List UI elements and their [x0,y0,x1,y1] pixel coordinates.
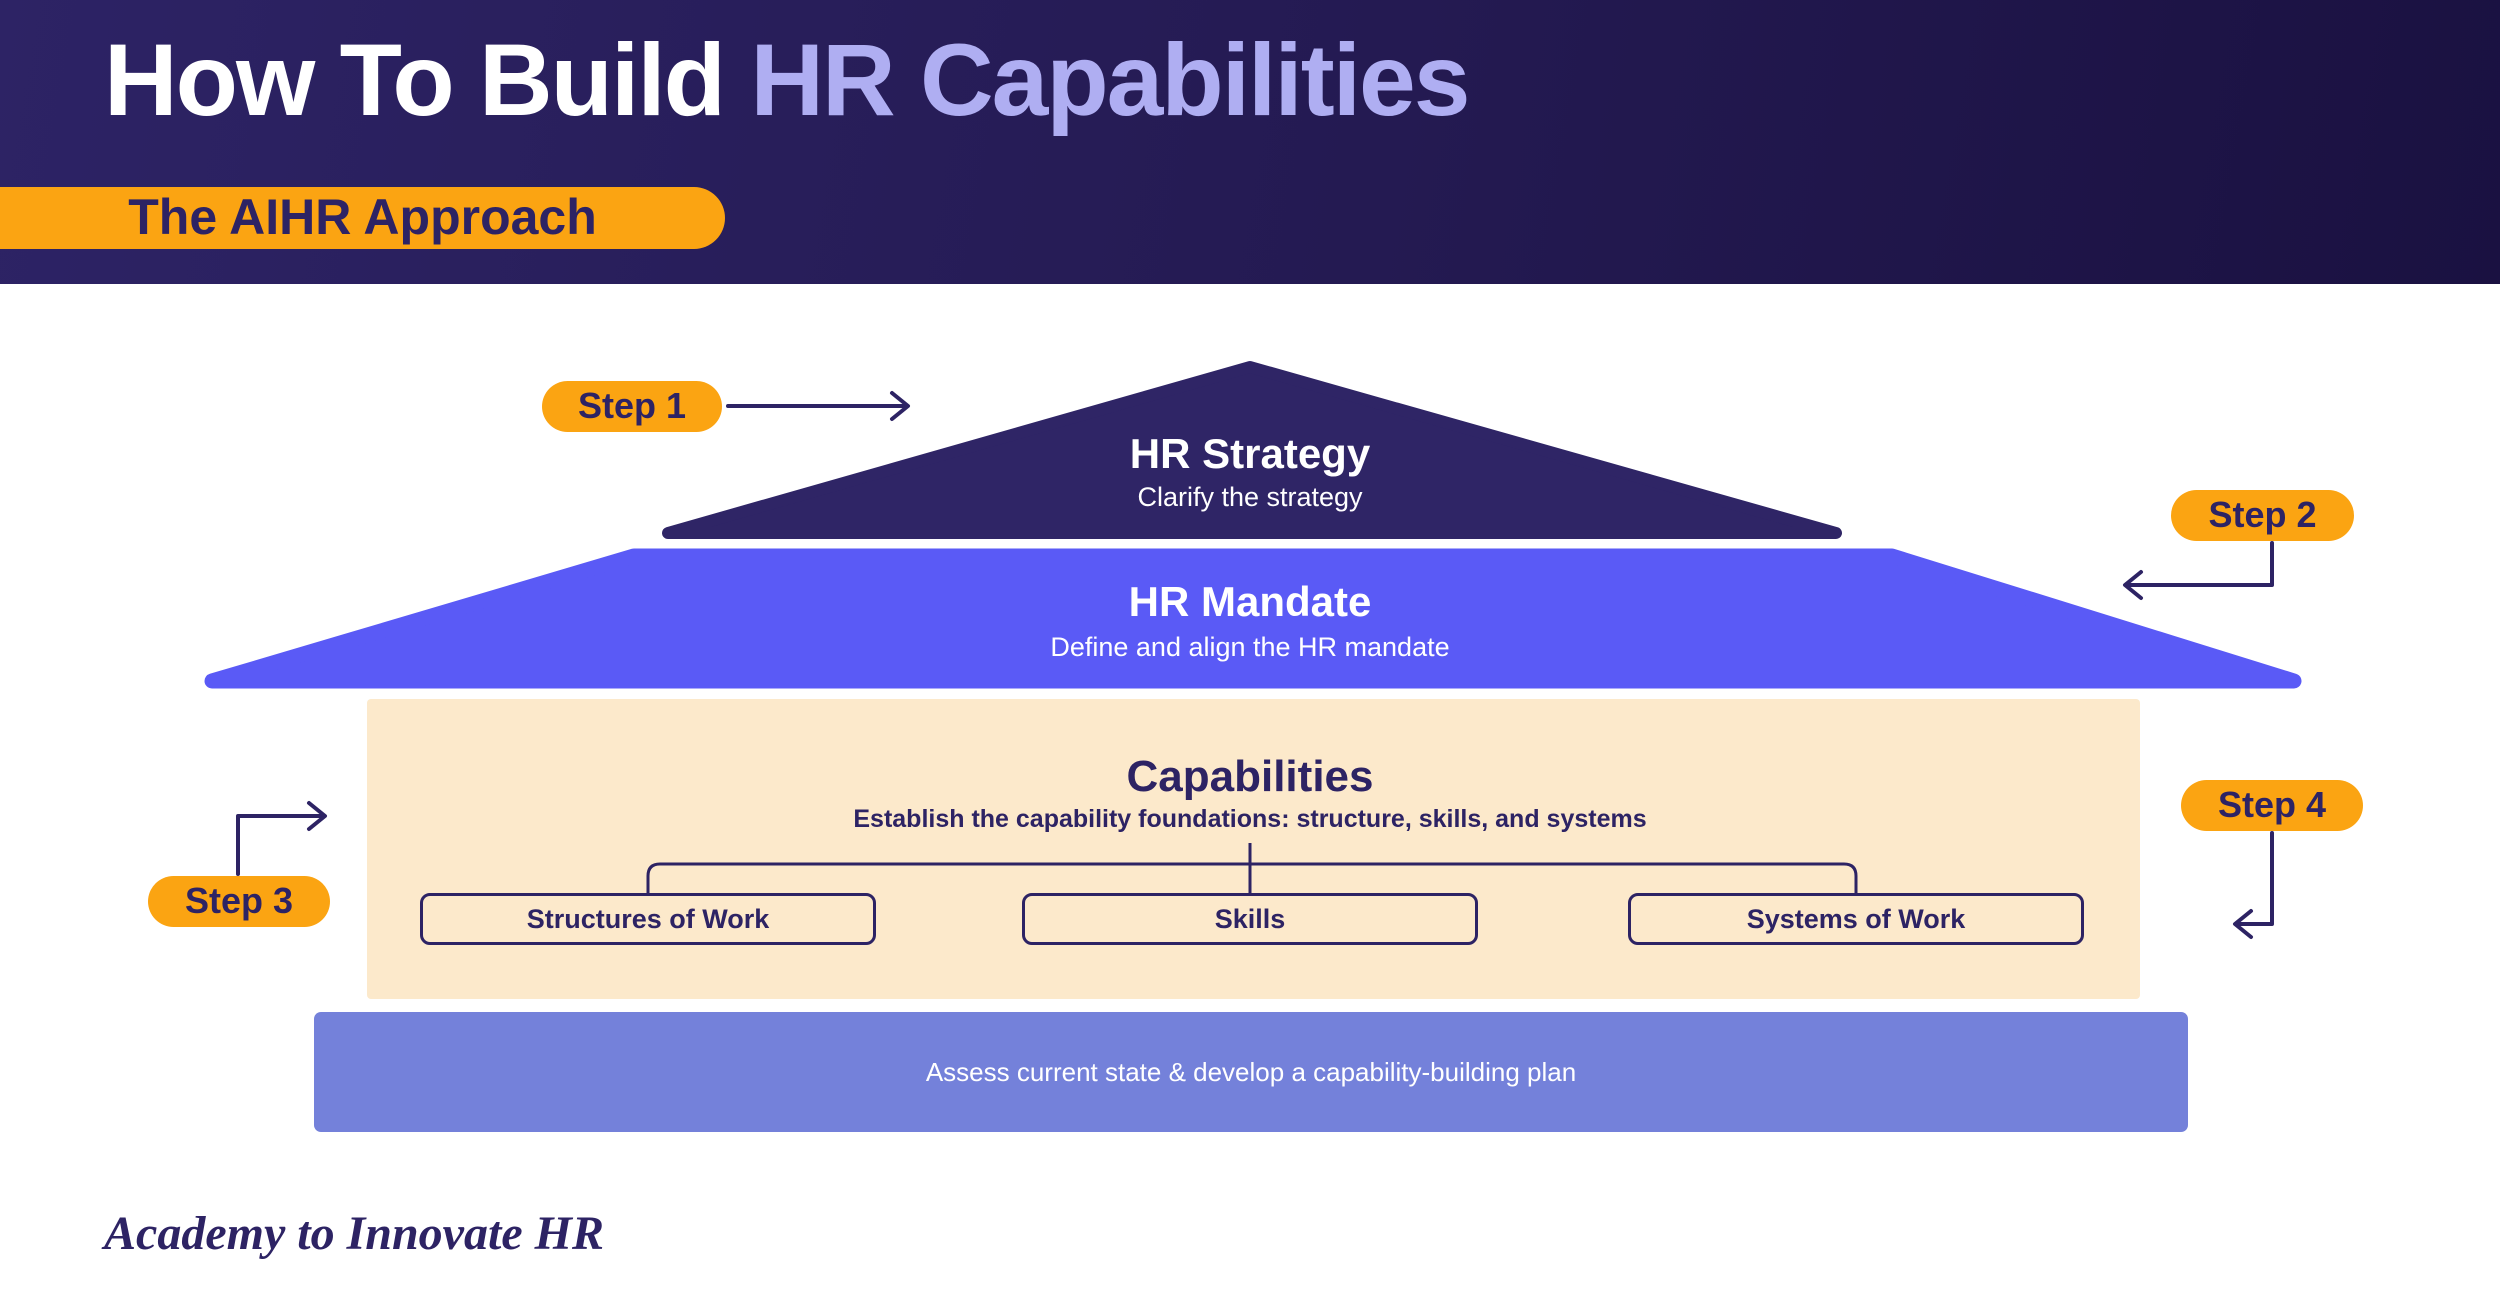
step-4-arrow [2233,831,2274,939]
step-2-arrow [2123,541,2274,600]
brand-signature: Academy to Innovate HR [104,1207,604,1260]
step-1-badge: Step 1 [542,381,722,432]
page-title: How To Build HR Capabilities [104,22,1471,139]
connector-bracket [646,862,1858,893]
capability-box-systems: Systems of Work [1628,893,2084,945]
approach-badge: The AIHR Approach [0,187,725,249]
hr-mandate-subtitle: Define and align the HR mandate [1050,632,1450,662]
capabilities-title: Capabilities [1126,752,1374,801]
capability-box-structures: Structures of Work [420,893,876,945]
step-3-arrow [236,801,327,876]
base-bar: Assess current state & develop a capabil… [314,1012,2188,1132]
page-title-accent: HR Capabilities [750,23,1470,137]
roof-top-shape [662,361,1842,539]
hr-mandate-title: HR Mandate [1128,578,1372,625]
capability-box-skills: Skills [1022,893,1478,945]
hr-strategy-title: HR Strategy [1129,430,1371,477]
capabilities-block [367,699,2140,999]
roof-mid-shape [204,548,2302,689]
step-3-badge: Step 3 [148,876,330,927]
hr-strategy-subtitle: Clarify the strategy [1137,482,1363,512]
step-4-badge: Step 4 [2181,780,2363,831]
page-title-primary: How To Build [104,23,751,137]
capabilities-subtitle: Establish the capability foundations: st… [853,805,1647,833]
header-band: How To Build HR Capabilities The AIHR Ap… [0,0,2500,284]
step-2-badge: Step 2 [2171,490,2354,541]
step-1-arrow [726,391,910,421]
